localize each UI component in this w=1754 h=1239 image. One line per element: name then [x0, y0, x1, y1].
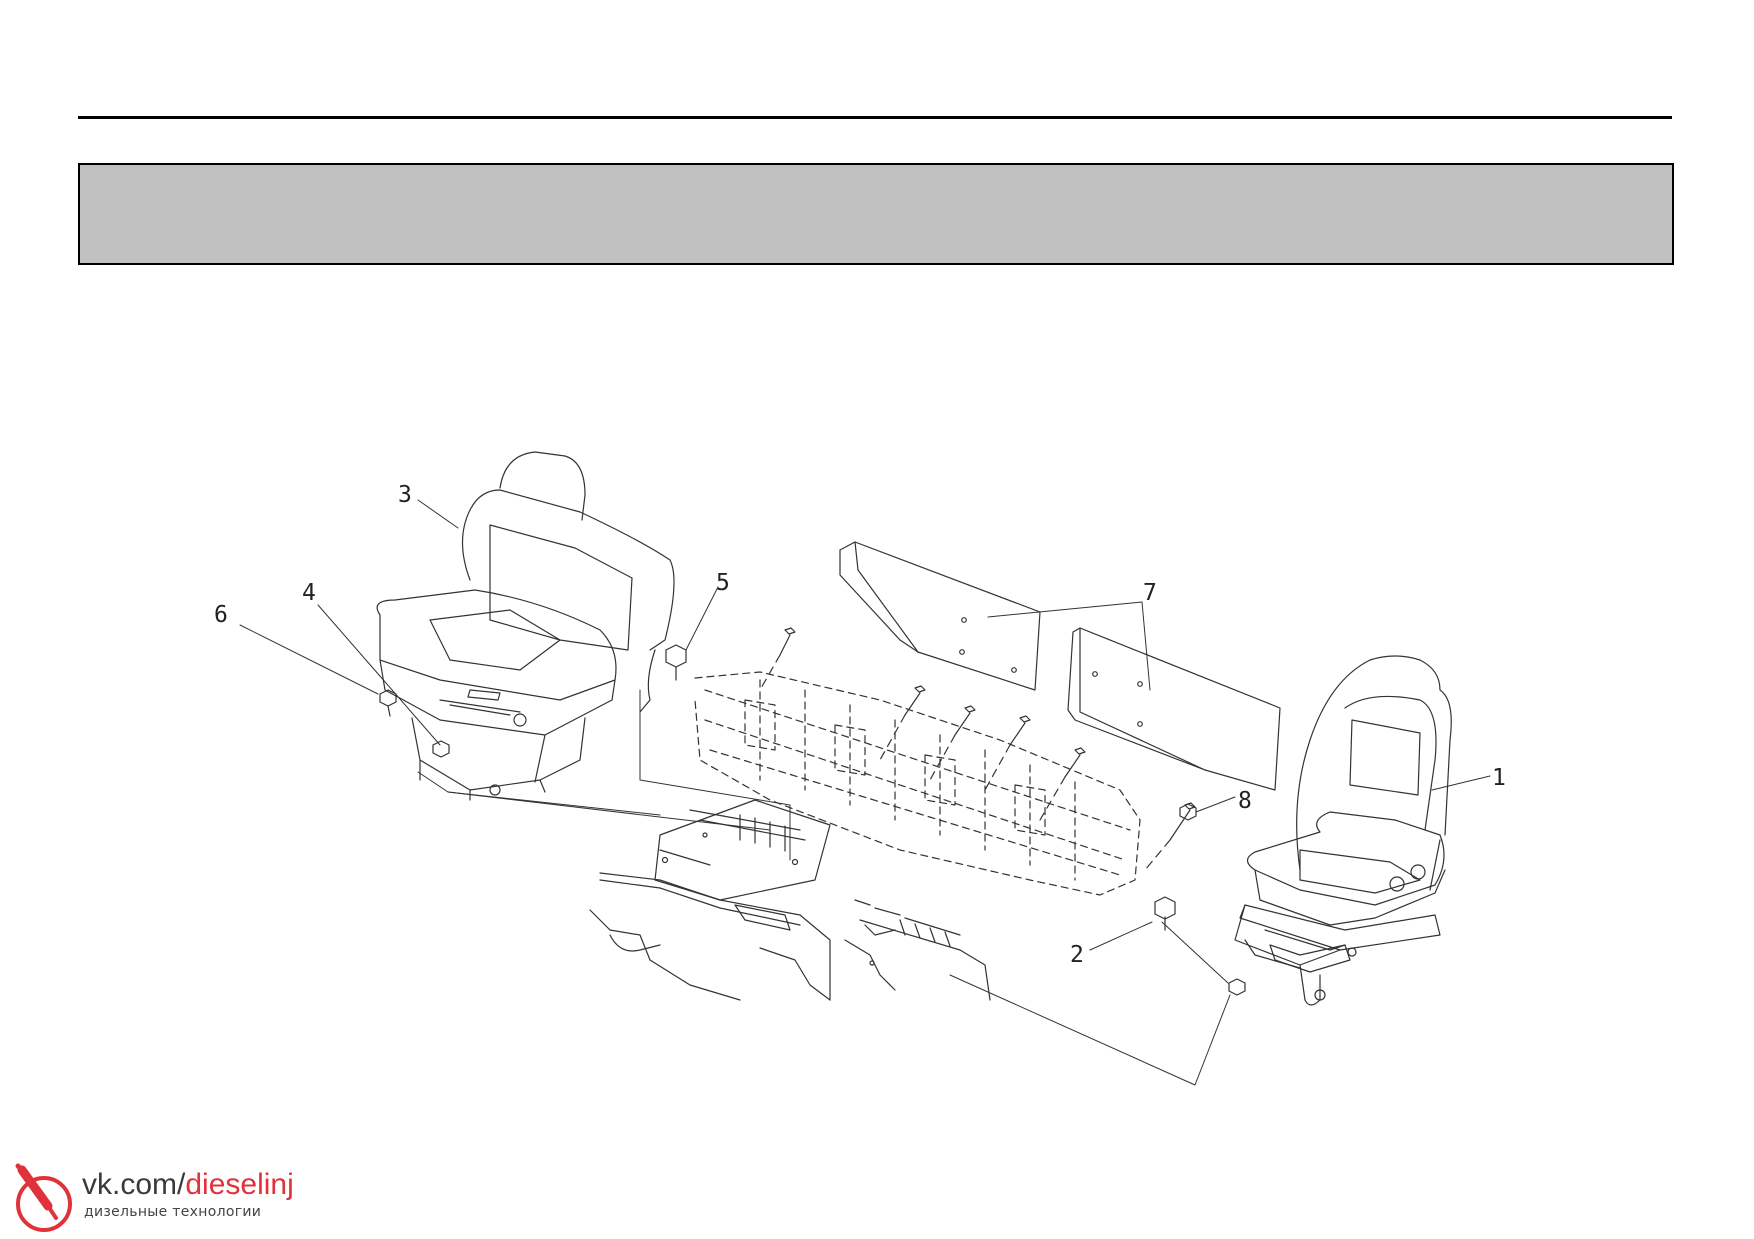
bolt-6 [379, 689, 397, 717]
watermark-url: vk.com/dieselinj [82, 1168, 294, 1202]
bolt-2 [1154, 896, 1246, 996]
callout-1: 1 [1492, 765, 1506, 791]
bolt-8 [1179, 803, 1197, 821]
callout-2: 2 [1070, 942, 1084, 968]
callout-labels: 1 2 3 4 5 6 7 8 [214, 482, 1506, 968]
floor-panel-right [844, 899, 991, 1001]
seat-back-panel-left [839, 541, 1041, 691]
watermark-url-suffix: dieselinj [185, 1168, 294, 1201]
floor-crossmember [694, 671, 1141, 896]
callout-5: 5 [716, 570, 730, 596]
bolt-5 [665, 644, 687, 681]
watermark: vk.com/dieselinj дизельные технологии [8, 1162, 338, 1234]
callout-8: 8 [1238, 788, 1252, 814]
bolt-4 [432, 740, 450, 758]
callout-7: 7 [1143, 580, 1157, 606]
crossmember-bolts [779, 627, 1196, 841]
callout-3: 3 [398, 482, 412, 508]
callout-6: 6 [214, 602, 228, 628]
crossmember-dashes [759, 654, 1171, 871]
watermark-subtitle: дизельные технологии [84, 1204, 262, 1220]
injector-logo-icon [15, 1163, 72, 1232]
callout-4: 4 [302, 580, 316, 606]
floor-panel-left [589, 799, 831, 1001]
front-seat [1234, 655, 1452, 1006]
leader-lines [239, 499, 1491, 1086]
header-band [78, 163, 1674, 265]
seat-back-panel-right [1067, 627, 1281, 791]
top-rule [78, 116, 1672, 119]
rear-bench-seat [376, 451, 675, 801]
watermark-url-prefix: vk.com/ [82, 1168, 186, 1201]
